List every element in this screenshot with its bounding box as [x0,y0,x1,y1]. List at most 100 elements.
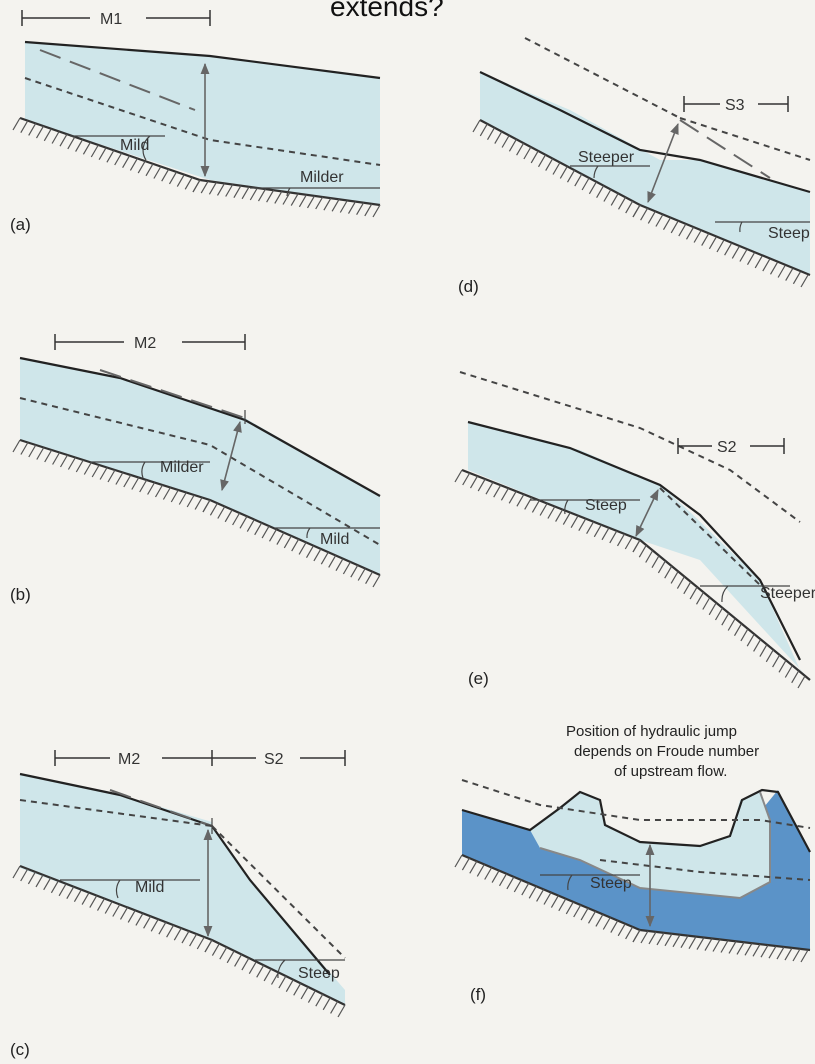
hatch-mark [537,154,547,168]
hatch-mark [461,857,470,871]
hatch-mark [595,914,604,927]
hatch-mark [226,950,235,964]
hatch-mark [765,649,774,663]
hatch-mark [625,926,634,940]
hatch-mark [162,487,171,500]
hatch-mark [632,929,641,943]
hatch-mark [716,239,725,253]
hatch-mark [617,196,627,210]
hatch-mark [181,930,190,944]
hatch-mark [601,527,610,541]
hatch-mark [145,163,154,177]
slope-angle-upstream [530,499,640,515]
hatch-mark [337,1004,346,1018]
hatch-mark [624,536,633,550]
hatch-mark [479,123,488,137]
hatch-mark [12,865,21,879]
slope-label-downstream: Steep [298,965,340,982]
hatch-mark [784,665,793,678]
hatch-mark [552,162,561,175]
hatch-mark [98,147,107,161]
hatch-mark [75,139,84,152]
normal-depth-line-upstream [109,789,213,827]
hatch-mark [693,230,702,243]
hatch-mark [759,644,768,657]
hatch-mark [477,478,486,492]
hatch-mark [58,883,67,897]
hatch-mark [313,548,322,562]
hatch-mark [777,265,786,278]
hatch-mark [523,146,532,160]
hatch-mark [662,217,672,231]
hatch-mark [52,452,61,465]
bed-hatching [454,469,806,689]
hatch-mark [547,506,556,519]
hatch-mark [760,944,769,958]
hatch-mark [278,975,287,989]
hatch-mark [241,186,250,200]
hatch-mark [581,177,590,191]
hatch-mark [241,957,250,971]
hatch-mark [263,968,272,982]
hatch-mark [44,449,53,463]
hatch-mark [768,945,777,959]
hatch-mark [593,524,602,538]
header-fragment: extends? [330,0,444,22]
hatch-mark [347,201,357,214]
hatch-mark [784,947,793,961]
slope-label-upstream: Steep [585,497,627,514]
panel-e: Steep Steeper S2 (e) [454,371,815,689]
panel-b: Milder Mild M2 (b) [10,332,381,604]
hatch-mark [173,927,182,941]
hatch-mark [791,670,800,684]
hatch-mark [714,607,724,621]
panel-letter: (d) [458,277,479,296]
hatch-mark [645,550,654,563]
hatch-mark [127,910,136,923]
hatch-mark [27,871,36,885]
slope-angle-upstream [60,879,200,899]
hatch-mark [578,518,587,532]
hatch-mark [323,197,332,211]
slope-angle-upstream [570,165,650,179]
slope-angle [540,874,640,891]
panel-letter: (a) [10,215,31,234]
hatch-mark [670,220,679,234]
hatch-mark [135,913,144,926]
caption-line-1: Position of hydraulic jump [566,723,737,740]
hatch-mark [617,923,626,937]
hatch-mark [545,158,554,171]
hatch-mark [234,954,243,967]
hatch-mark [559,166,568,179]
hatch-mark [315,196,324,210]
hatch-mark [472,119,481,133]
hatch-mark [178,492,187,505]
hatch-mark [772,654,781,668]
hatch-mark [616,533,626,547]
water-region [20,358,380,575]
hatch-mark [696,937,705,950]
hatch-mark [587,910,597,924]
water-region [480,72,810,275]
hatch-mark [746,633,755,647]
hatch-mark [184,176,193,190]
hatch-mark [744,942,753,956]
hatch-mark [232,512,241,526]
hatch-mark [531,500,540,513]
hatch-mark [736,942,745,955]
hatch-mark [107,469,116,483]
panel-a: Mild Milder M1 (a) [10,8,381,234]
hatch-mark [357,568,366,581]
hatch-mark [331,198,340,212]
hatch-mark [115,472,124,485]
hatch-mark [792,271,801,285]
hatch-mark [20,120,29,134]
hatch-mark [123,474,132,488]
hatch-mark [610,920,619,933]
hatch-mark [792,948,801,962]
panel-letter: (e) [468,669,489,688]
hatch-mark [365,571,374,585]
hatch-mark [66,886,75,900]
hatch-mark [800,949,809,963]
critical-depth-line [461,779,811,829]
